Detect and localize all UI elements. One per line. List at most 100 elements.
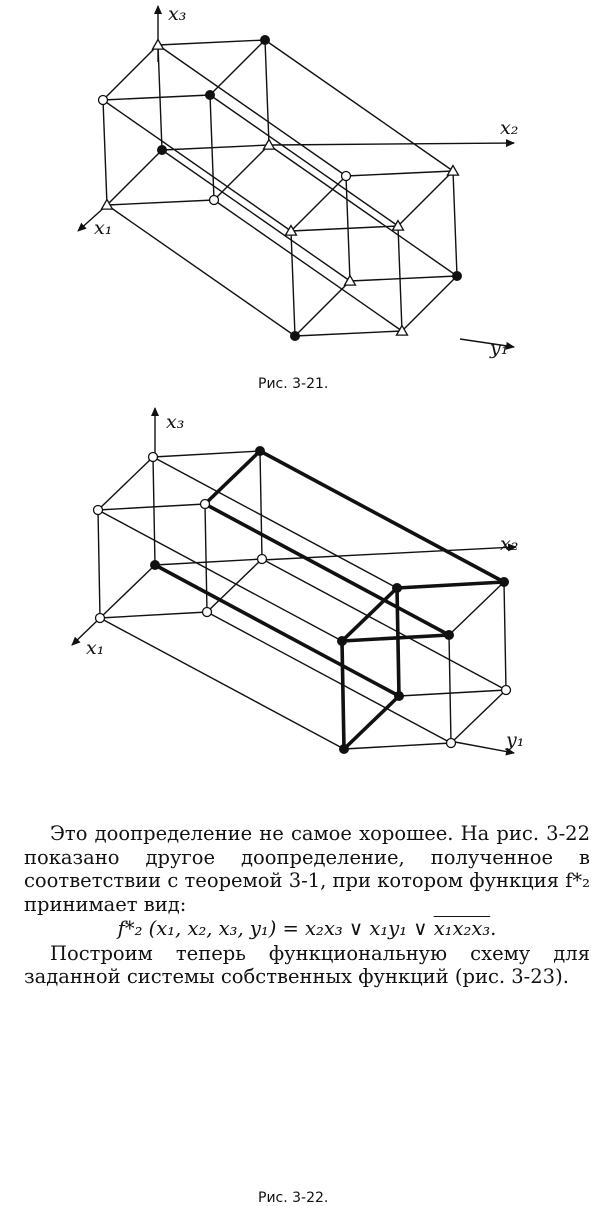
axis-label-y1: y₁ [489, 337, 508, 359]
axis-label-x3: x₃ [168, 3, 186, 25]
node-undefined-marker [395, 324, 409, 336]
cube-edge [97, 503, 206, 511]
cube-edge [102, 99, 108, 206]
cube-edge [97, 456, 154, 511]
highlighted-edge [396, 580, 505, 590]
highlighted-edge [340, 586, 399, 643]
highlighted-edge [204, 502, 450, 637]
cube-edge [97, 509, 101, 619]
node-filled [452, 271, 462, 281]
cube-edge [99, 564, 156, 619]
cube-edge [450, 689, 507, 744]
node-open [445, 737, 457, 749]
cube-edge [213, 199, 403, 332]
cube-edge [448, 581, 505, 636]
highlighted-edge [395, 587, 401, 697]
node-undefined-marker [262, 138, 276, 150]
cube-edge [397, 170, 454, 227]
cube-edge [209, 39, 266, 96]
node-undefined-marker [151, 38, 165, 50]
cube-edge [290, 230, 296, 337]
node-filled [255, 446, 265, 456]
cube-edge [345, 170, 454, 177]
cube-edge [102, 99, 292, 232]
cube-edge [152, 456, 398, 589]
figure-3-21: x₃ x₂ x₁ y₁ Рис. 3-21. [0, 0, 600, 392]
node-filled [392, 583, 402, 593]
cube-edge [294, 280, 351, 337]
cube-edge [452, 170, 458, 277]
cube-edge [401, 275, 458, 332]
node-open [208, 194, 220, 206]
axis-label-x1: x₁ [94, 217, 112, 239]
cube-edge [343, 742, 452, 750]
cube-edge [99, 611, 208, 619]
node-undefined-marker [446, 164, 460, 176]
highlighted-edge [341, 633, 450, 643]
paragraph: Построим теперь функциональную схему для… [24, 941, 590, 989]
cube-edge [259, 450, 263, 560]
cube-edge [99, 617, 345, 750]
node-filled [260, 35, 270, 45]
cube-edge [209, 94, 215, 201]
cube-edge [204, 503, 208, 613]
cube-edge [106, 149, 163, 206]
highlighted-edge [154, 563, 400, 698]
node-filled [499, 577, 509, 587]
formula: f*₂ (x₁, x₂, x₃, y₁) = x₂x₃ ∨ x₁y₁ ∨ x₁x… [24, 917, 590, 941]
cube-edge [264, 39, 454, 172]
cube-edge [209, 94, 399, 227]
axis-y1 [454, 741, 515, 756]
cube-edge [349, 275, 458, 282]
cube-edge [448, 634, 452, 744]
axis-x2 [261, 543, 517, 561]
axis-label-x1: x₁ [86, 637, 104, 659]
cube-edge [206, 558, 263, 613]
node-undefined-marker [100, 198, 114, 210]
figure-caption: Рис. 3-21. [258, 376, 329, 392]
node-open [201, 606, 213, 618]
cube-edge [261, 558, 507, 691]
axis-x2 [271, 139, 515, 148]
highlighted-edge [340, 640, 346, 750]
node-filled [150, 560, 160, 570]
axis-y1 [459, 338, 515, 350]
node-open [500, 684, 512, 696]
node-open [340, 170, 352, 182]
cube-edge [503, 581, 507, 691]
cube-edge [154, 558, 263, 566]
paragraph: Это доопределение не самое хорошее. На р… [24, 822, 590, 916]
cube-edge [213, 144, 270, 201]
cube-edge [102, 44, 159, 101]
figure-3-21-drawing: x₃ x₂ x₁ y₁ [77, 3, 518, 359]
node-filled [337, 636, 347, 646]
node-open [147, 451, 159, 463]
formula-main: f*₂ (x₁, x₂, x₃, y₁) = x₂x₃ ∨ x₁y₁ ∨ [117, 917, 434, 940]
figure-caption: Рис. 3-22. [258, 1190, 329, 1206]
cube-edge [290, 175, 347, 232]
cube-edge [152, 456, 156, 566]
cube-edge [102, 94, 211, 101]
cube-edge [268, 144, 458, 277]
figure-3-22-drawing: x₃ x₂ x₁ y₁ [71, 407, 524, 756]
cube-edge [294, 330, 403, 337]
axis-x1 [71, 617, 101, 646]
node-filled [339, 744, 349, 754]
cube-edge [161, 144, 270, 151]
highlighted-edge [259, 449, 505, 584]
highlighted-edge [342, 694, 401, 751]
cube-edge [206, 611, 452, 744]
cube-edge [398, 689, 507, 697]
node-filled [205, 90, 215, 100]
axis-label-x2: x₂ [500, 117, 518, 139]
axis-label-x2: x₂ [500, 533, 518, 555]
formula-negated-term: x₁x₂x₃ [433, 917, 491, 940]
cube-edge [397, 225, 403, 332]
axis-label-x3: x₃ [166, 411, 184, 433]
cube-edge [106, 199, 215, 206]
node-filled [290, 331, 300, 341]
node-filled [444, 630, 454, 640]
node-filled [394, 691, 404, 701]
cube-edge [97, 509, 343, 642]
node-open [92, 504, 104, 516]
